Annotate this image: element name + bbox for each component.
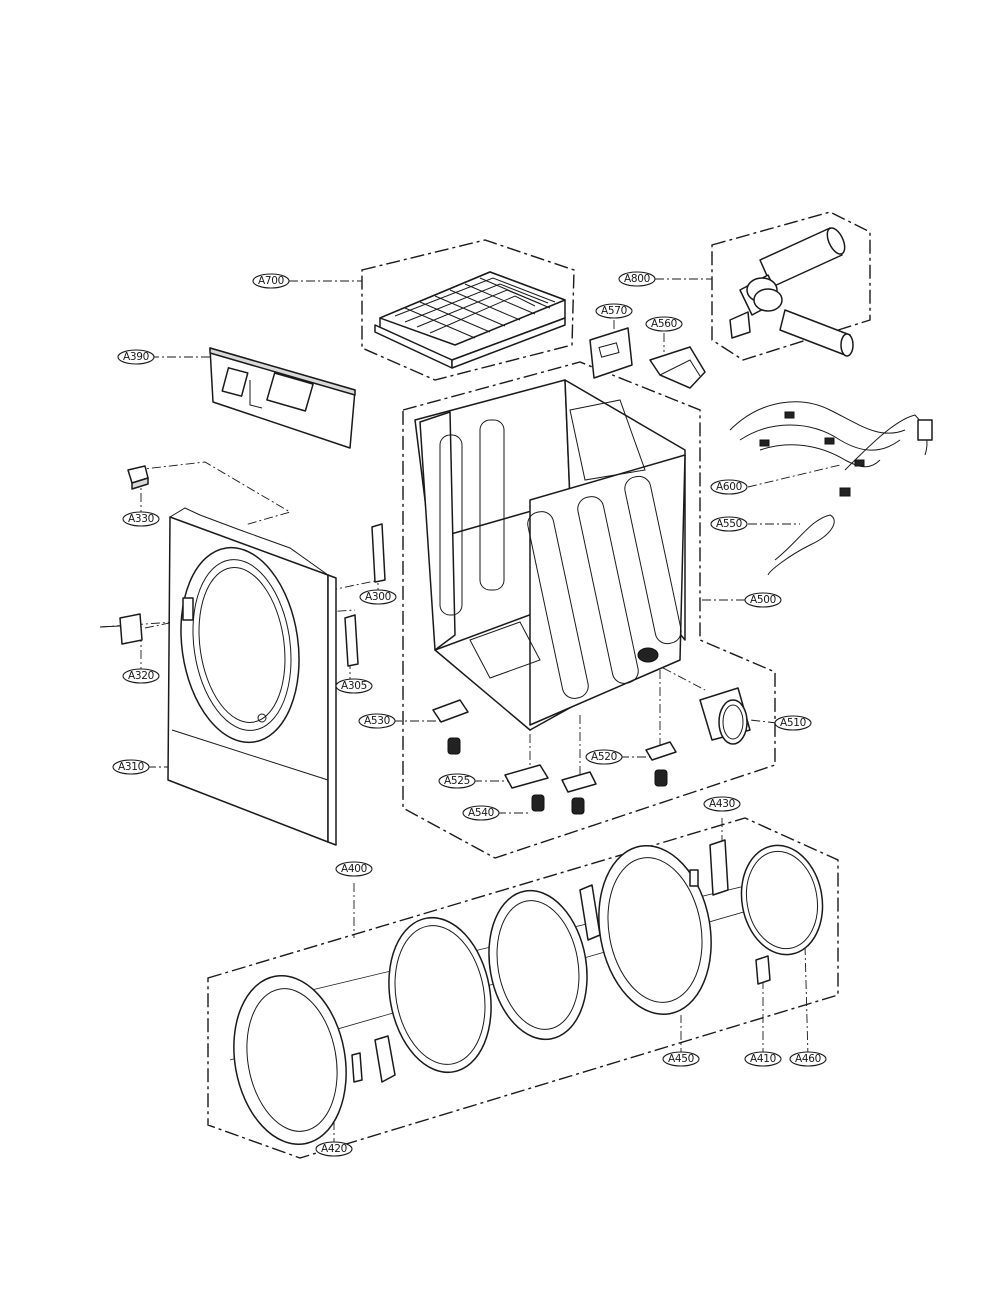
a320-hinge bbox=[119, 613, 143, 645]
cabinet-part bbox=[414, 379, 686, 731]
a300-hinge bbox=[371, 523, 386, 583]
label-a330: A330 bbox=[122, 511, 160, 527]
label-a390: A390 bbox=[117, 349, 155, 365]
svg-text:A305: A305 bbox=[341, 680, 367, 692]
wire-harness-part bbox=[729, 401, 933, 576]
group-boundaries bbox=[207, 211, 871, 1159]
svg-text:A540: A540 bbox=[468, 807, 494, 819]
label-a410: A410 bbox=[744, 1051, 782, 1067]
svg-text:A320: A320 bbox=[128, 670, 154, 682]
label-a305: A305 bbox=[335, 678, 373, 694]
label-a400: A400 bbox=[335, 861, 373, 877]
front-panel-part bbox=[167, 507, 337, 846]
svg-text:A300: A300 bbox=[365, 591, 391, 603]
label-a560: A560 bbox=[645, 316, 683, 332]
group-boundary-a800 bbox=[711, 211, 871, 361]
label-a800: A800 bbox=[618, 271, 656, 287]
duct-parts bbox=[729, 227, 854, 357]
svg-text:A500: A500 bbox=[750, 594, 776, 606]
svg-text:A700: A700 bbox=[258, 275, 284, 287]
svg-text:A550: A550 bbox=[716, 518, 742, 530]
a305-hinge bbox=[344, 614, 359, 667]
svg-text:A800: A800 bbox=[624, 273, 650, 285]
svg-text:A520: A520 bbox=[591, 751, 617, 763]
small-top-parts bbox=[589, 327, 706, 389]
svg-text:A330: A330 bbox=[128, 513, 154, 525]
label-a520: A520 bbox=[585, 749, 623, 765]
svg-text:A525: A525 bbox=[444, 775, 470, 787]
part-labels: A700 A800 A570 A560 A390 A600 A330 A550 … bbox=[112, 271, 827, 1157]
svg-text:A560: A560 bbox=[651, 318, 677, 330]
label-a320: A320 bbox=[122, 668, 160, 684]
label-a430: A430 bbox=[703, 796, 741, 812]
group-boundary-a500 bbox=[402, 361, 776, 859]
label-a420: A420 bbox=[315, 1141, 353, 1157]
label-a500: A500 bbox=[744, 592, 782, 608]
a330-clip bbox=[127, 465, 149, 490]
label-a540: A540 bbox=[462, 805, 500, 821]
exhaust-duct-part bbox=[699, 687, 751, 745]
label-a450: A450 bbox=[662, 1051, 700, 1067]
label-a700: A700 bbox=[252, 273, 290, 289]
group-boundary-a400 bbox=[207, 817, 839, 1159]
label-a570: A570 bbox=[595, 303, 633, 319]
a570-plate bbox=[589, 327, 633, 379]
control-panel-part bbox=[209, 347, 356, 449]
svg-text:A530: A530 bbox=[364, 715, 390, 727]
svg-text:A570: A570 bbox=[601, 305, 627, 317]
svg-text:A390: A390 bbox=[123, 351, 149, 363]
label-a600: A600 bbox=[710, 479, 748, 495]
svg-text:A310: A310 bbox=[118, 761, 144, 773]
svg-text:A400: A400 bbox=[341, 863, 367, 875]
drying-rack-part bbox=[374, 271, 566, 369]
label-a310: A310 bbox=[112, 759, 150, 775]
svg-text:A430: A430 bbox=[709, 798, 735, 810]
label-a300: A300 bbox=[359, 589, 397, 605]
svg-text:A510: A510 bbox=[780, 717, 806, 729]
svg-text:A450: A450 bbox=[668, 1053, 694, 1065]
label-a460: A460 bbox=[789, 1051, 827, 1067]
label-a530: A530 bbox=[358, 713, 396, 729]
svg-text:A420: A420 bbox=[321, 1143, 347, 1155]
a560-bracket bbox=[649, 346, 706, 389]
label-a550: A550 bbox=[710, 516, 748, 532]
group-boundary-a700 bbox=[361, 239, 575, 381]
label-a510: A510 bbox=[774, 715, 812, 731]
label-a525: A525 bbox=[438, 773, 476, 789]
hinge-brackets bbox=[99, 523, 386, 667]
svg-text:A410: A410 bbox=[750, 1053, 776, 1065]
svg-text:A460: A460 bbox=[795, 1053, 821, 1065]
svg-text:A600: A600 bbox=[716, 481, 742, 493]
door-assembly-parts bbox=[229, 839, 824, 1146]
feet-and-brackets bbox=[432, 699, 677, 815]
